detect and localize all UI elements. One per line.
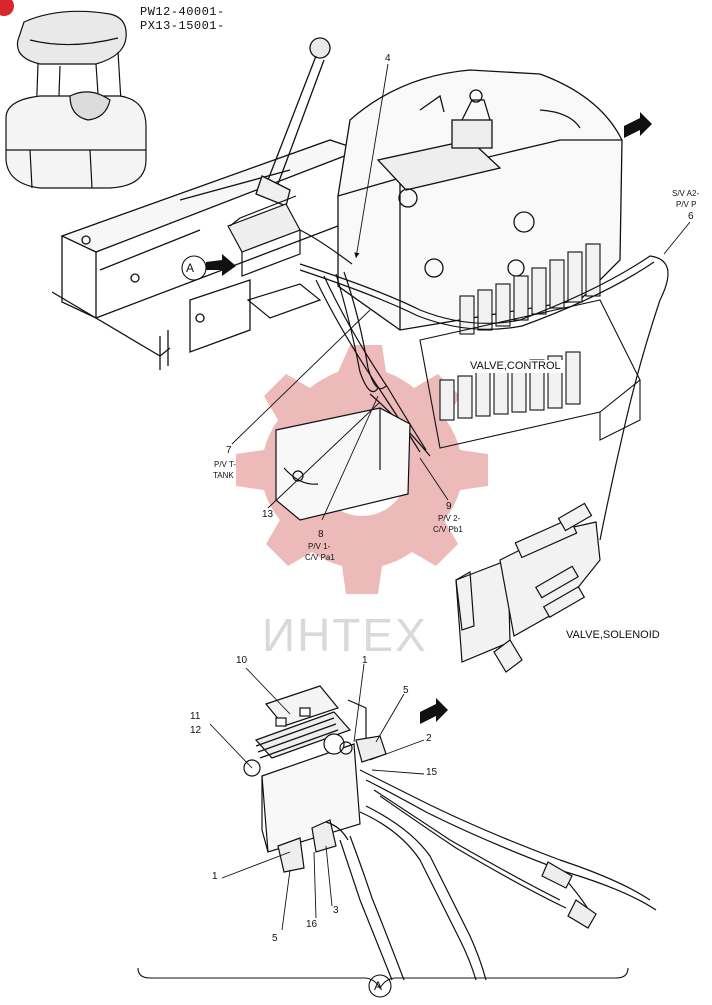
watermark-text: ИНТЕХ: [262, 609, 428, 661]
callout-number: 16: [306, 919, 318, 930]
callout-number: 1: [362, 655, 368, 666]
callout-number: 9: [446, 501, 452, 512]
machine-thumbnail-icon: [5, 10, 147, 189]
hoses: [299, 229, 669, 541]
callout-number: 2: [426, 733, 432, 744]
serial-number: PX13-15001-: [140, 19, 225, 33]
label-valve-control: VALVE,CONTROL: [468, 360, 563, 373]
detail-pilot-valve: [243, 685, 387, 873]
callout-number: 6: [688, 211, 694, 222]
callout-number: 12: [190, 725, 202, 736]
label-valve-solenoid: VALVE,SOLENOID: [566, 629, 660, 641]
callout-number: 15: [426, 767, 438, 778]
arrow-right-icon: [206, 254, 236, 276]
hose-label: C/V Pb1: [433, 525, 463, 534]
hose-label: P/V 2-: [438, 514, 461, 523]
view-marker-circle: [181, 255, 392, 998]
callout-number: 5: [403, 685, 409, 696]
corner-badge-icon: [0, 0, 14, 16]
control-lever: [255, 37, 331, 207]
detail-hoses: [339, 769, 657, 981]
pilot-valve-mount: [227, 195, 322, 319]
view-arrow-icon: [420, 112, 652, 724]
leader-lines: [209, 63, 691, 931]
serial-number: PW12-40001-: [140, 5, 225, 19]
hose-label: P/V P: [676, 200, 697, 209]
hose-label: S/V A2-: [672, 189, 700, 198]
callout-number: 7: [226, 445, 232, 456]
hose-label: P/V 1-: [308, 542, 331, 551]
callout-number: 13: [262, 509, 274, 520]
callout-number: 5: [272, 933, 278, 944]
detail-brace: [137, 967, 629, 990]
callout-number: 4: [385, 53, 391, 64]
view-marker-a-detail: A: [374, 979, 383, 993]
callout-number: 8: [318, 529, 324, 540]
hose-label: C/V Pa1: [305, 553, 335, 562]
callout-number: 3: [333, 905, 339, 916]
view-marker-a: A: [186, 261, 195, 275]
callout-number: 10: [236, 655, 248, 666]
callout-number: 11: [190, 711, 201, 722]
callout-number: 1: [212, 871, 218, 882]
hose-label: TANK: [213, 471, 234, 480]
control-valve-stack: [419, 243, 641, 449]
solenoid-valve: [455, 502, 601, 673]
hose-label: P/V T-: [214, 460, 237, 469]
